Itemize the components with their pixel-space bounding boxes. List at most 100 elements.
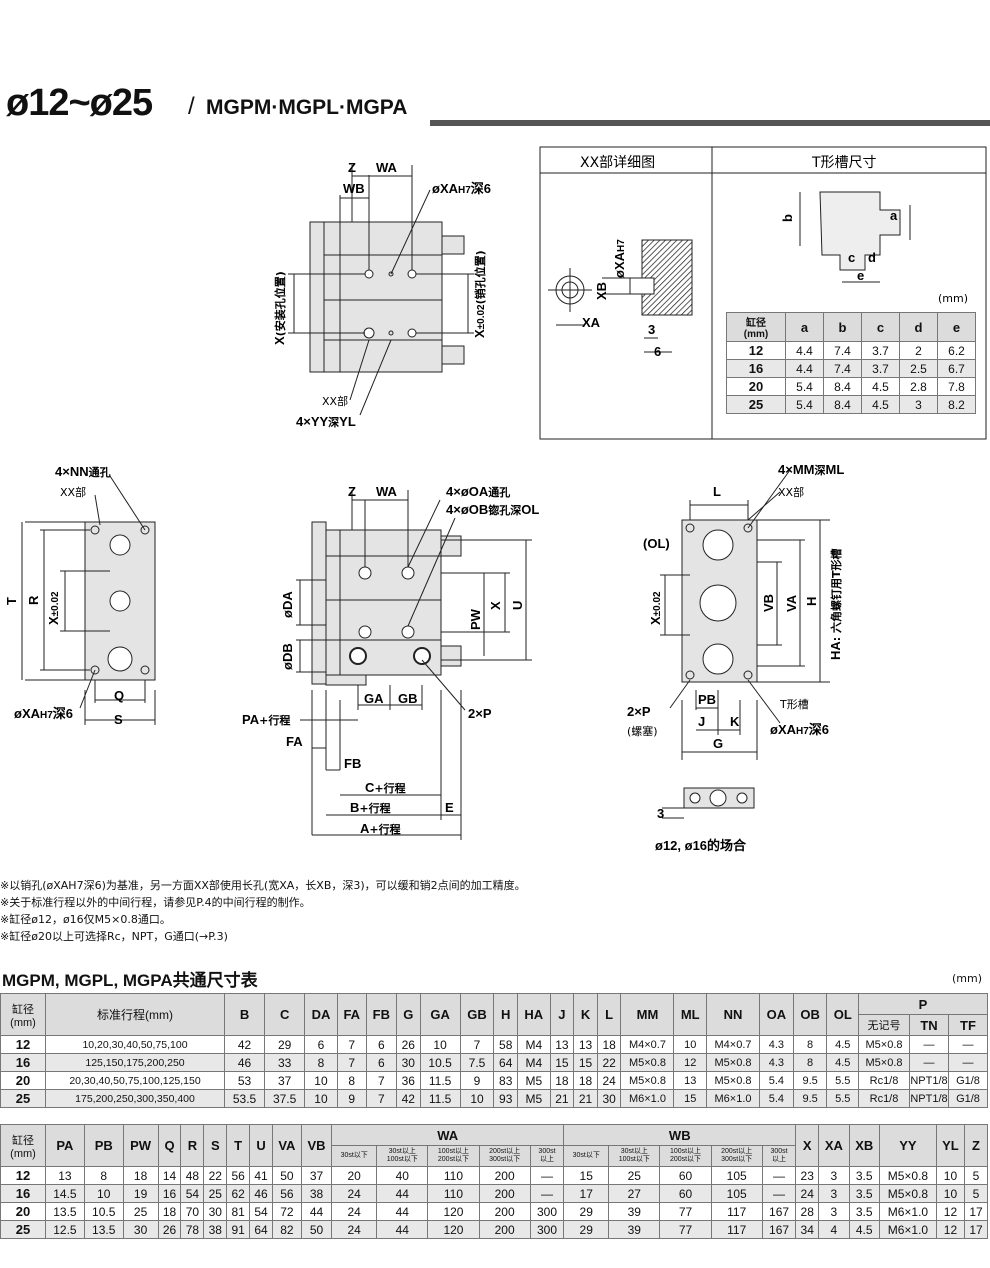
t2-col: XA (818, 1124, 850, 1167)
label-x-right: X±0.02 (648, 591, 663, 625)
table-cell: 34 (795, 1220, 820, 1239)
t-slot-cell: 4.5 (861, 395, 900, 414)
table-cell: 110 (427, 1184, 480, 1203)
t1-col-p: P (858, 993, 988, 1015)
label-a-stroke: A+行程 (360, 821, 401, 836)
t1-col: K (573, 993, 598, 1036)
table-cell: 7 (336, 1035, 367, 1054)
table-cell: M6×1.0 (706, 1089, 761, 1108)
table-cell: 10.5 (83, 1202, 124, 1221)
t1-col: GB (459, 993, 495, 1036)
table-cell: 10 (935, 1184, 965, 1203)
t2-col: YY (878, 1124, 937, 1167)
t-slot-col-d: d (899, 312, 938, 342)
table-cell: M5×0.8 (706, 1053, 761, 1072)
table-cell: 3 (818, 1202, 850, 1221)
table-cell: M5×0.8 (858, 1035, 910, 1054)
t-slot-cell: 7.4 (823, 359, 862, 378)
table-cell: 3 (818, 1184, 850, 1203)
label-t: T (4, 597, 19, 605)
table-cell: 20,30,40,50,75,100,125,150 (45, 1071, 225, 1090)
t-slot-cell: 16 (726, 359, 786, 378)
table-cell: 39 (608, 1202, 661, 1221)
table-cell: 10 (935, 1166, 965, 1185)
table-cell: 44 (300, 1202, 333, 1221)
table-cell: 53 (223, 1071, 266, 1090)
t2-col: VA (271, 1124, 302, 1167)
table-cell: 20 (331, 1166, 378, 1185)
table-cell: 5.4 (759, 1071, 794, 1090)
table-cell: 25 (0, 1220, 46, 1239)
xx-label-xa2: XA (582, 315, 601, 330)
t-slot-cell: 25 (726, 395, 786, 414)
table-cell: 10 (673, 1035, 708, 1054)
table-cell: 13 (573, 1035, 598, 1054)
table-cell: NPT1/8 (909, 1089, 949, 1108)
table-cell: 16 (0, 1184, 46, 1203)
table-cell: 14.5 (45, 1184, 85, 1203)
detail-box (539, 146, 987, 440)
title-rule (430, 120, 990, 126)
label-vb: VB (761, 594, 776, 612)
t1-col: FB (365, 993, 397, 1036)
table-cell: 10 (304, 1089, 338, 1108)
label-x-mount: X(安装孔位置) (272, 271, 287, 345)
table-cell: 56 (226, 1166, 251, 1185)
table-cell: 18 (157, 1202, 182, 1221)
table-cell: 5.5 (826, 1089, 859, 1108)
table-cell: 54 (249, 1202, 273, 1221)
table-cell: 8 (336, 1071, 367, 1090)
label-q: Q (114, 688, 124, 703)
table-cell: 20 (0, 1071, 46, 1090)
table-cell: 120 (427, 1220, 480, 1239)
t2-col: S (203, 1124, 228, 1167)
table-cell: M4×0.7 (620, 1035, 675, 1054)
table-cell: 8 (304, 1053, 338, 1072)
t-slot-cell: 3.7 (861, 359, 900, 378)
label-small-bore-case: ø12, ø16的场合 (655, 838, 747, 854)
table-cell: 58 (493, 1035, 519, 1054)
table-cell: 24 (596, 1071, 622, 1090)
t2-col: X (795, 1124, 820, 1167)
table-cell: 82 (271, 1220, 302, 1239)
label-e: E (445, 800, 454, 815)
table-cell: 78 (180, 1220, 205, 1239)
t1-col: B (223, 993, 266, 1036)
t2-col: T (226, 1124, 251, 1167)
table-cell: Rc1/8 (858, 1089, 910, 1108)
t-slot-cell: 7.8 (937, 377, 976, 396)
label-xx-right: XX部 (778, 485, 804, 499)
table-cell: 83 (493, 1071, 519, 1090)
t-slot-cell: 8.4 (823, 377, 862, 396)
t2-col-wa: WA (331, 1124, 565, 1146)
table-cell: 15 (673, 1089, 708, 1108)
table-cell: 10.5 (419, 1053, 461, 1072)
table-cell: 13 (549, 1035, 575, 1054)
table-cell: 20 (0, 1202, 46, 1221)
side-label-z: Z (348, 484, 356, 499)
label-yy: 4×YY深YL (296, 414, 356, 429)
label-b-stroke: B+行程 (350, 800, 391, 815)
t1-col: J (549, 993, 575, 1036)
t2-wb-sub: 300st 以上 (761, 1145, 797, 1167)
table-cell: 200 (478, 1202, 531, 1221)
table-cell: 4.5 (848, 1220, 880, 1239)
t2-wa-sub: 300st 以上 (529, 1145, 565, 1167)
table-cell: 9.5 (792, 1071, 828, 1090)
t1-col: FA (336, 993, 367, 1036)
table-cell: Rc1/8 (858, 1071, 910, 1090)
t1-col-p-tn: TN (909, 1014, 949, 1036)
t2-col: R (180, 1124, 205, 1167)
label-ol: (OL) (643, 536, 670, 551)
table-cell: 10 (304, 1071, 338, 1090)
table-cell: 15 (549, 1053, 575, 1072)
label-gb: GB (398, 691, 418, 706)
table-cell: 24 (795, 1184, 820, 1203)
table-cell: 24 (331, 1202, 378, 1221)
label-plug: (螺塞) (627, 724, 658, 738)
table-cell: — (529, 1166, 565, 1185)
side-view-drawing (296, 490, 532, 840)
table-cell: 42 (223, 1035, 266, 1054)
